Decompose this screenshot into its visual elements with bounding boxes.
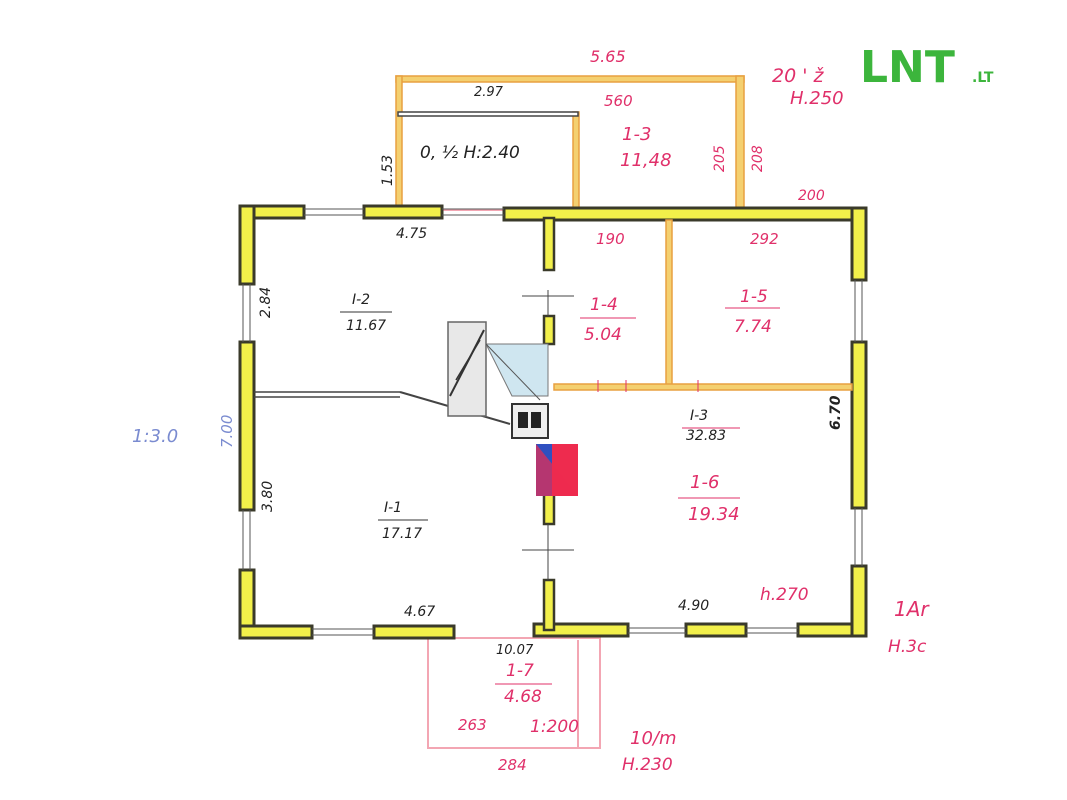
- logo-suffix: .LT: [972, 70, 994, 86]
- partition-1-4-1-5: [665, 219, 673, 389]
- int-wall-a: [542, 216, 556, 272]
- room-I-2-area: 11.67: [346, 318, 386, 334]
- int-wall-d: [542, 578, 556, 632]
- dim-297: 2.97: [474, 85, 504, 100]
- room-1-4-id: 1-4: [590, 295, 618, 315]
- dim-263: 263: [458, 716, 487, 734]
- veranda-top-wall: [395, 75, 745, 83]
- dim-190: 190: [596, 230, 625, 248]
- room-I-1-area: 17.17: [382, 526, 422, 542]
- dim-153: 1.53: [380, 155, 396, 186]
- dim-560: 560: [604, 92, 633, 110]
- dim-565: 5.65: [590, 47, 626, 66]
- veranda-right-wall: [735, 75, 745, 211]
- veranda-height: H.250: [790, 88, 844, 109]
- dim-284-bottom: 284: [498, 756, 527, 774]
- right-label: 1Ar: [894, 597, 930, 621]
- room-1-6-id: 1-6: [690, 472, 719, 493]
- dim-208: 208: [750, 145, 766, 172]
- partition-horizontal: [553, 383, 853, 391]
- wall-top-mid: [362, 204, 444, 220]
- veranda-left-wall: [395, 75, 403, 211]
- wall-left-top: [238, 204, 256, 286]
- porch-outline: [427, 637, 601, 749]
- room-1-3-area: 11,48: [620, 150, 672, 171]
- dim-380: 3.80: [260, 481, 276, 512]
- wall-right-bottom: [850, 564, 868, 638]
- room-I-3-area: 32.83: [686, 428, 726, 444]
- room-1-5-area: 7.74: [734, 317, 772, 337]
- stove-side: [485, 343, 549, 397]
- wall-right-top: [850, 206, 868, 282]
- wall-bottom-center: [532, 622, 630, 638]
- flue-right: [531, 412, 541, 428]
- porch-label: 0, ½ H:2.40: [420, 143, 520, 163]
- room-1-3-id: 1-3: [622, 124, 651, 145]
- dim-292: 292: [750, 230, 779, 248]
- height-270: h.270: [760, 585, 809, 605]
- room-1-7-area: 4.68: [504, 687, 542, 707]
- room-1-6-area: 19.34: [688, 504, 740, 525]
- chimney: [511, 403, 549, 439]
- wall-left-mid: [238, 340, 256, 512]
- dim-700: 7.00: [218, 415, 236, 448]
- porch2-label: 10/m: [630, 728, 677, 749]
- dim-670: 6.70: [828, 395, 844, 430]
- porch-right-wall: [572, 111, 580, 211]
- logo-main: LNT: [860, 42, 955, 93]
- veranda-label: 20 ' ž: [772, 65, 824, 87]
- room-I-1-id: I-1: [384, 500, 402, 516]
- dim-1007: 10.07: [496, 643, 534, 658]
- stove: [447, 321, 578, 496]
- int-wall-b: [542, 314, 556, 346]
- flue-left: [518, 412, 528, 428]
- dim-284: 2.84: [258, 287, 274, 318]
- right-height: H.3c: [888, 637, 927, 657]
- wall-bottom-mid: [372, 624, 456, 640]
- wall-right-mid: [850, 340, 868, 510]
- dimension-ticks: [495, 307, 780, 685]
- scale-label: 1:3.0: [132, 426, 178, 447]
- dim-467: 4.67: [404, 604, 435, 620]
- room-I-2-id: I-2: [352, 292, 370, 308]
- windows: [242, 208, 863, 636]
- dim-490: 4.90: [678, 598, 709, 614]
- room-I-3-id: I-3: [690, 408, 708, 424]
- scale-1-200: 1:200: [530, 717, 579, 737]
- annotations: 5.65 2.97 560 20 ' ž H.250 1.53 0, ½ H:2…: [132, 47, 930, 775]
- dim-200: 200: [798, 188, 825, 204]
- wall-bottom-left: [238, 624, 314, 640]
- dim-475: 4.75: [396, 226, 427, 242]
- room-1-4-area: 5.04: [584, 325, 622, 345]
- lnt-logo: LNT .LT: [860, 42, 994, 93]
- porch2-height: H.230: [622, 755, 673, 775]
- dim-205: 205: [712, 145, 728, 172]
- porch-top-wall: [397, 111, 579, 117]
- outer-walls: [238, 204, 868, 640]
- room-1-5-id: 1-5: [740, 287, 768, 307]
- room-1-7-id: 1-7: [506, 661, 534, 681]
- wall-bottom-right-a: [684, 622, 748, 638]
- wall-top-right: [502, 206, 868, 222]
- interior-walls: [254, 216, 853, 632]
